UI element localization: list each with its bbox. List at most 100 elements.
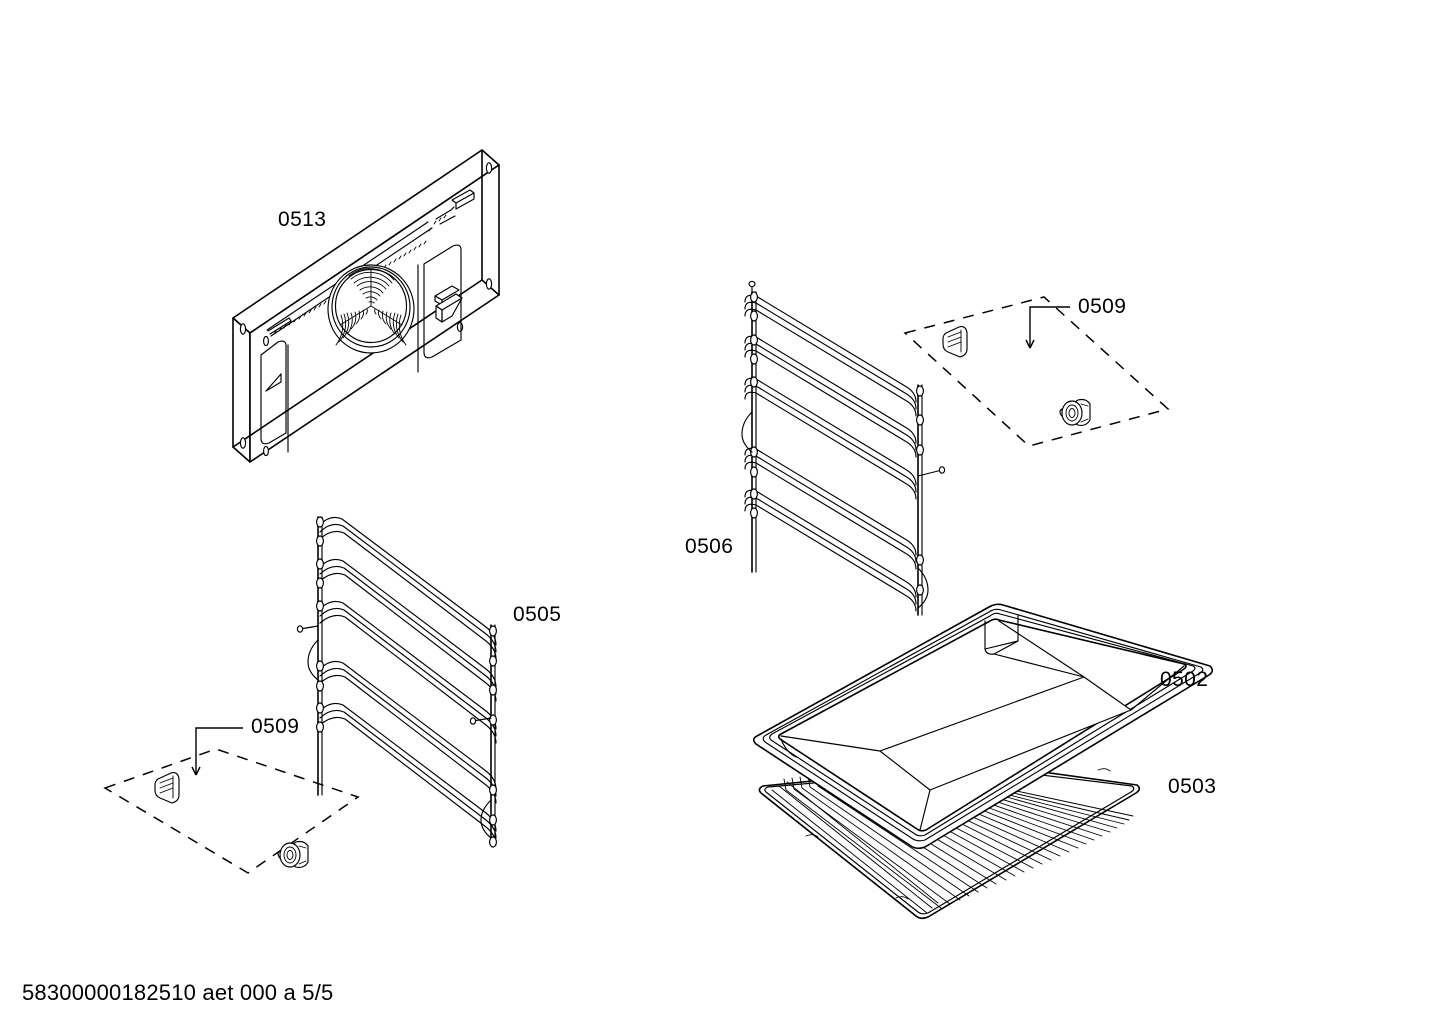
- nut-hex-facets-right: [1080, 403, 1089, 423]
- rack0505-stub-pin-front-end: [469, 717, 477, 725]
- fan-grille-ring-2: [331, 266, 411, 348]
- rack0505-node: [489, 625, 497, 637]
- leader-arrow-0509-left: [191, 766, 201, 776]
- rack0506-node: [750, 446, 758, 458]
- tray-wall-front-fold: [919, 789, 931, 831]
- rack0505-rail-1b: [319, 523, 497, 653]
- rack0506-rail-4a: [744, 447, 917, 556]
- rack0505-node: [316, 680, 324, 692]
- rack0505-front-kink: [480, 799, 492, 839]
- rack0506-rail-1c: [744, 308, 917, 417]
- tray-wall-right-fold: [1130, 665, 1185, 711]
- panel-right-recess: [423, 244, 462, 359]
- fan-grille-slots: [335, 268, 407, 346]
- nut-bore-right: [1065, 404, 1079, 422]
- rack0505-rail-5a: [319, 702, 497, 832]
- part-0509-left-fastener-zone[interactable]: 0509: [103, 715, 360, 874]
- rack0506-rail-4b: [744, 454, 917, 563]
- panel-hole-inner-bl: [263, 445, 269, 457]
- rack0506-node: [916, 414, 924, 426]
- rack0506-rail-4c: [744, 461, 917, 570]
- rack0506-stub-pin-right-end: [938, 466, 946, 474]
- nut-bore-inner-left: [286, 850, 294, 860]
- rack0506-rail-1b: [744, 301, 917, 410]
- rack0505-node: [489, 814, 497, 826]
- part-label-0513: 0513: [278, 208, 326, 231]
- clip-body-left: [154, 772, 180, 804]
- rack0506-node: [750, 376, 758, 388]
- rack0505-rail-4b: [319, 667, 497, 797]
- rack0506-node: [750, 466, 758, 478]
- leader-0509-left: [195, 727, 243, 775]
- rack0505-node: [316, 702, 324, 714]
- part-label-0502: 0502: [1160, 668, 1208, 691]
- panel-top-tab-side: [455, 192, 475, 210]
- rack0505-node: [489, 655, 497, 667]
- rack0506-rear-weld-nodes: [750, 291, 758, 519]
- rack0505-node: [316, 516, 324, 528]
- rack0505-node: [316, 577, 324, 589]
- panel-hole-inner-tl: [263, 335, 269, 347]
- part-0505-left-shelf-rack[interactable]: 0505: [296, 516, 561, 848]
- rack0506-rail-2b: [744, 342, 917, 451]
- rack0506-stub-pin-top-end: [748, 280, 756, 288]
- panel-hole-bl: [239, 437, 247, 449]
- rack0505-rail-1c: [319, 530, 497, 660]
- rack0505-rail-2b: [319, 565, 497, 695]
- fastener-nut-left: [277, 840, 309, 869]
- rack0506-node: [750, 291, 758, 303]
- grid-stop-front: [895, 896, 909, 900]
- leader-0509-right: [1029, 306, 1070, 348]
- rack0505-node: [316, 535, 324, 547]
- tray-wall-back-fold: [998, 620, 1085, 678]
- rack0505-node: [316, 660, 324, 672]
- rack0505-rails: [319, 516, 497, 846]
- rack0506-node: [916, 554, 924, 566]
- rack0505-rear-kink: [307, 639, 319, 681]
- fastener-clip-left: [154, 772, 180, 804]
- panel-hole-tr: [485, 162, 493, 174]
- part-0509-right-fastener-zone[interactable]: 0509: [903, 295, 1170, 447]
- rack0505-node: [316, 721, 324, 733]
- part-0502-deep-baking-tray[interactable]: 0502: [752, 603, 1214, 850]
- rack0506-rail-5a: [744, 489, 917, 598]
- tray-cavity-opening: [777, 618, 1187, 832]
- nut-flange-left: [279, 842, 301, 868]
- rack0505-node: [489, 684, 497, 696]
- rack0506-rail-5b: [744, 496, 917, 605]
- part-label-0509-left: 0509: [251, 715, 299, 738]
- rack0506-node: [916, 444, 924, 456]
- clip-ribs-left: [159, 777, 174, 794]
- nut-bore-left: [283, 846, 297, 864]
- rack0505-rear-weld-nodes: [316, 516, 324, 733]
- panel-bracket-emboss: [434, 285, 463, 323]
- fastener-nut-right: [1059, 398, 1091, 427]
- bracket-body-edge: [441, 297, 463, 323]
- panel-left-recess: [260, 340, 287, 445]
- part-label-0505: 0505: [513, 603, 561, 626]
- fastener-clip-right: [942, 326, 968, 358]
- nut-hex-facets-left: [298, 845, 307, 865]
- rack0506-rail-2c: [744, 349, 917, 458]
- part-0506-right-shelf-rack[interactable]: 0506: [685, 280, 946, 616]
- grid-stop-left: [805, 834, 819, 838]
- rack0505-node: [316, 558, 324, 570]
- fan-grille-ring-3: [334, 268, 408, 344]
- rack0505-rail-5b: [319, 709, 497, 839]
- rack0505-stub-pin-rear-end: [296, 625, 304, 633]
- rack0506-node: [750, 353, 758, 365]
- panel-left-slot: [265, 373, 282, 392]
- rack0505-rail-4a: [319, 660, 497, 790]
- rack0505-node: [316, 600, 324, 612]
- rack0506-node: [750, 488, 758, 500]
- rack0506-stub-pin-right: [917, 469, 943, 477]
- rack0506-rails: [744, 294, 917, 612]
- part-label-0509-right: 0509: [1078, 295, 1126, 318]
- part-0513-rear-fan-panel[interactable]: 0513: [232, 149, 500, 463]
- rack0506-front-weld-nodes: [916, 385, 924, 596]
- footer-document-code: 58300000182510 aet 000 a 5/5: [22, 980, 333, 1005]
- rack0505-node: [489, 836, 497, 848]
- part-label-0506: 0506: [685, 535, 733, 558]
- tray-left-corner-radius: [780, 738, 797, 758]
